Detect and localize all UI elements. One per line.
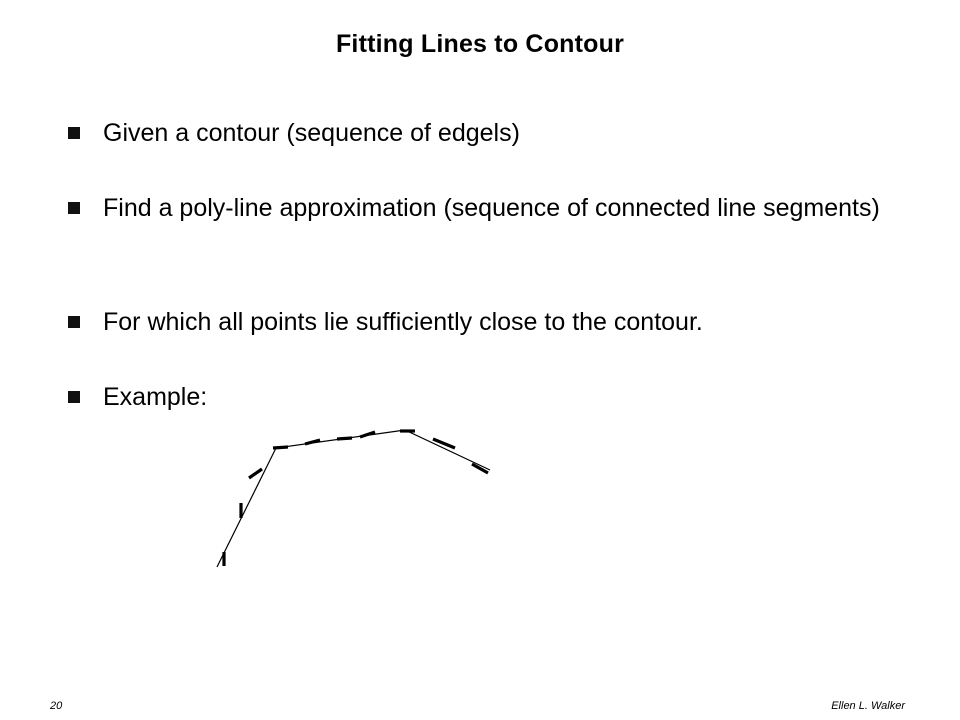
bullet-text: For which all points lie sufficiently cl…: [103, 308, 703, 336]
contour-example-figure: [216, 429, 491, 568]
bullet-text: Find a poly-line approximation (sequence…: [103, 194, 880, 222]
square-bullet-icon: [68, 391, 80, 403]
author-footer: Ellen L. Walker: [831, 700, 905, 712]
page-number: 20: [50, 700, 63, 712]
edgel: [336, 436, 353, 441]
edgel: [272, 445, 289, 450]
slide-title: Fitting Lines to Contour: [335, 30, 625, 58]
edgel: [304, 438, 321, 446]
square-bullet-icon: [68, 202, 80, 214]
edgel: [248, 467, 263, 480]
bullet-text: Given a contour (sequence of edgels): [103, 119, 520, 147]
edgel: [471, 462, 489, 475]
edgel: [432, 437, 456, 450]
edgel: [359, 430, 376, 439]
polyline-approximation: [216, 429, 491, 568]
square-bullet-icon: [68, 316, 80, 328]
edgel-group: [222, 429, 489, 566]
square-bullet-icon: [68, 127, 80, 139]
bullet-text: Example:: [103, 383, 208, 411]
